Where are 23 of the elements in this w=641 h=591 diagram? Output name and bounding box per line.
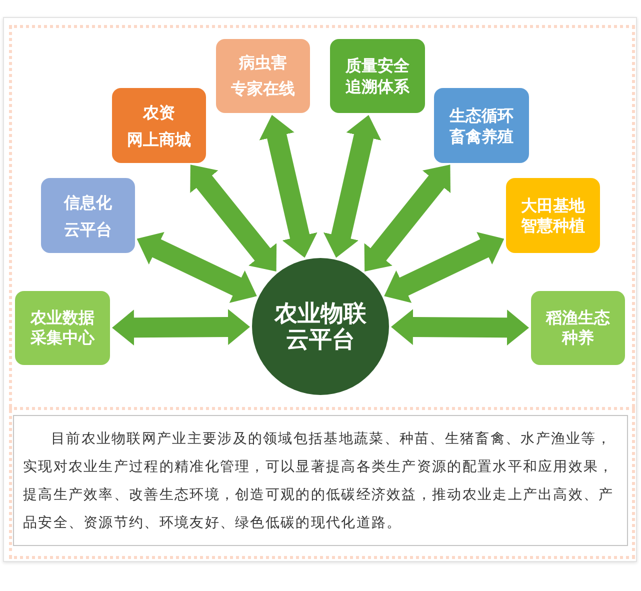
box-label: 农资网上商城: [127, 102, 191, 150]
category-box: [112, 88, 206, 163]
box-label: 农业数据采集中心: [30, 308, 94, 348]
double-arrow: [112, 309, 250, 346]
box-label: 病虫害专家在线: [231, 52, 295, 100]
double-arrow: [259, 112, 318, 260]
category-box: [41, 178, 135, 253]
category-box: [15, 291, 110, 365]
category-box: [330, 39, 425, 113]
category-box: [531, 291, 625, 365]
box-label: 信息化云平台: [64, 192, 112, 240]
text-panel: [13, 415, 628, 546]
box-label: 生态循环畜禽养殖: [450, 104, 514, 146]
category-box: [506, 178, 600, 253]
category-box: [434, 88, 529, 163]
box-label: 质量安全追溯体系: [346, 55, 410, 97]
description-text: 目前农业物联网产业主要涉及的领域包括基地蔬菜、种苗、生猪畜禽、水产渔业等，实现对农业生产过程的精准化管理，可以显著提高各类生产资源的配置水平和应用效果，提高生产效率、改善生态环境，创造可观的的低碳经济效益，推动农业走上产出高效、产品安全、资源节约、环境友好、绿色低碳的现代化道路。: [23, 430, 615, 533]
double-arrow: [323, 112, 382, 260]
hub-label: 农业物联云平台: [274, 300, 366, 352]
category-box: [216, 39, 310, 113]
double-arrow: [390, 309, 530, 346]
box-label: 大田基地智慧种植: [521, 196, 585, 236]
box-label: 稻渔生态种养: [546, 308, 610, 348]
